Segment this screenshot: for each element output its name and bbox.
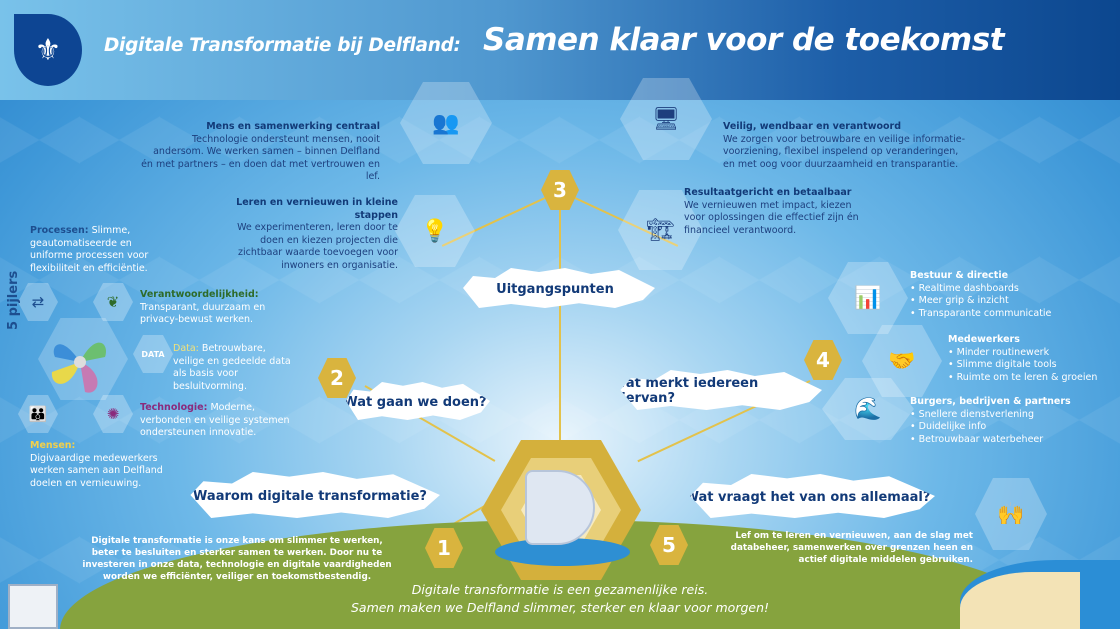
impact-bullet: • Slimme digitale tools bbox=[948, 359, 1057, 370]
impact-bestuur: Bestuur & directie • Realtime dashboards… bbox=[910, 270, 1110, 320]
impact-group-title: Burgers, bedrijven & partners bbox=[910, 396, 1071, 407]
process-flow-icon: ⇄ bbox=[18, 283, 58, 321]
pillar-verantwoordelijkheid: Verantwoordelijkheid: Transparant, duurz… bbox=[140, 289, 280, 327]
delfland-building-illustration bbox=[525, 470, 595, 545]
what-notice-cloud: Wat merkt iedereen hiervan? bbox=[620, 370, 822, 410]
why-text: Digitale transformatie is onze kans om s… bbox=[82, 536, 392, 582]
principle-title: Leren en vernieuwen in kleine stappen bbox=[236, 197, 398, 221]
impact-bullet: • Realtime dashboards bbox=[910, 282, 1019, 294]
closing-line-1: Digitale transformatie is een gezamenlij… bbox=[411, 582, 709, 597]
pillar-technologie: Technologie: Moderne, verbonden en veili… bbox=[140, 402, 300, 440]
principle-text: Technologie ondersteunt mensen, nooit an… bbox=[141, 133, 380, 183]
principle-learn: Leren en vernieuwen in kleine stappen We… bbox=[228, 197, 398, 272]
principle-text: We experimenteren, leren door te doen en… bbox=[237, 222, 398, 271]
data-icon: DATA bbox=[133, 335, 173, 373]
pillar-mensen: Mensen: Digivaardige medewerkers werken … bbox=[30, 440, 190, 490]
lightbulb-steps-illustration: 💡 bbox=[395, 195, 475, 267]
title-prefix: Digitale Transformatie bij Delfland: bbox=[104, 35, 461, 56]
connector-line bbox=[559, 198, 561, 448]
header-banner: ⚜ Digitale Transformatie bij Delfland: S… bbox=[0, 0, 1120, 100]
pillar-data: Data: Betrouwbare, veilige en gedeelde d… bbox=[173, 343, 293, 393]
excavator-land-illustration: 🏗 bbox=[618, 190, 703, 270]
pillar-text: Moderne, verbonden en veilige systemen o… bbox=[140, 402, 290, 438]
principle-result: Resultaatgericht en betaalbaar We vernie… bbox=[684, 187, 864, 237]
step-badge-1: 1 bbox=[425, 528, 463, 568]
pillar-name: Verantwoordelijkheid: bbox=[140, 289, 259, 300]
house-illustration bbox=[8, 584, 58, 629]
impact-group-title: Medewerkers bbox=[948, 334, 1020, 345]
closing-statement: Digitale transformatie is een gezamenlij… bbox=[0, 581, 1120, 617]
impact-bullet: • Meer grip & inzicht bbox=[910, 295, 1009, 306]
people-icon: 👪 bbox=[18, 395, 58, 433]
pillars-label: 5 pijlers bbox=[6, 270, 21, 330]
celebrating-people-illustration: 🙌 bbox=[975, 478, 1047, 550]
step-badge-3: 3 bbox=[541, 170, 579, 210]
impact-bullet: • Snellere dienstverlening bbox=[910, 408, 1034, 420]
impact-medewerkers: Medewerkers • Minder routinewerk • Slimm… bbox=[948, 334, 1118, 384]
principle-safe: Veilig, wendbaar en verantwoord We zorge… bbox=[723, 121, 968, 171]
step-badge-2: 2 bbox=[318, 358, 356, 398]
ask-text: Lef om te leren en vernieuwen, aan de sl… bbox=[730, 531, 973, 565]
principle-title: Resultaatgericht en betaalbaar bbox=[684, 187, 852, 198]
principle-text: We zorgen voor betrouwbare en veilige in… bbox=[723, 133, 966, 170]
impact-bullet: • Duidelijke info bbox=[910, 421, 987, 432]
dashboard-illustration: 📊 bbox=[828, 262, 908, 334]
pillar-name: Technologie: bbox=[140, 402, 208, 413]
page-title: Samen klaar voor de toekomst bbox=[483, 22, 1005, 58]
pillar-processen: Processen: Slimme, geautomatiseerde en u… bbox=[30, 225, 155, 275]
impact-group-title: Bestuur & directie bbox=[910, 270, 1009, 281]
leaf-icon: ❦ bbox=[93, 283, 133, 321]
propeller-icon bbox=[51, 342, 106, 393]
principles-cloud-label: Uitgangspunten bbox=[463, 268, 655, 308]
closing-line-2: Samen maken we Delfland slimmer, sterker… bbox=[350, 600, 770, 615]
coat-of-arms-icon: ⚜ bbox=[14, 14, 82, 86]
pillar-text: Transparant, duurzaam en privacy-bewust … bbox=[140, 301, 266, 326]
what-do-we-do-cloud: Wat gaan we doen? bbox=[346, 382, 490, 420]
impact-bullet: • Minder routinewerk bbox=[948, 346, 1050, 358]
impact-bullet: • Ruimte om te leren & groeien bbox=[948, 371, 1098, 383]
why-cloud: Waarom digitale transformatie? bbox=[190, 472, 440, 518]
principle-title: Veilig, wendbaar en verantwoord bbox=[723, 121, 902, 132]
collaboration-illustration: 👥 bbox=[400, 82, 492, 164]
pillar-name: Mensen: bbox=[30, 440, 76, 451]
principle-title: Mens en samenwerking centraal bbox=[206, 121, 380, 132]
pillar-text: Betrouwbare, veilige en gedeelde data al… bbox=[173, 343, 291, 392]
principle-text: We vernieuwen met impact, kiezen voor op… bbox=[684, 199, 859, 236]
pillar-text: Slimme, geautomatiseerde en uniforme pro… bbox=[30, 225, 149, 274]
pillar-text: Digivaardige medewerkers werken samen aa… bbox=[30, 452, 163, 489]
network-cloud-icon: ✺ bbox=[93, 395, 133, 433]
principle-people: Mens en samenwerking centraal Technologi… bbox=[140, 121, 380, 184]
impact-burgers: Burgers, bedrijven & partners • Snellere… bbox=[910, 396, 1110, 446]
impact-bullet: • Transparante communicatie bbox=[910, 307, 1052, 319]
step-badge-4: 4 bbox=[804, 340, 842, 380]
ask-cloud: Wat vraagt het van ons allemaal? bbox=[690, 474, 935, 518]
pillar-name: Processen: bbox=[30, 225, 89, 236]
pillar-name: Data: bbox=[173, 343, 199, 354]
impact-bullet: • Betrouwbaar waterbeheer bbox=[910, 433, 1044, 445]
